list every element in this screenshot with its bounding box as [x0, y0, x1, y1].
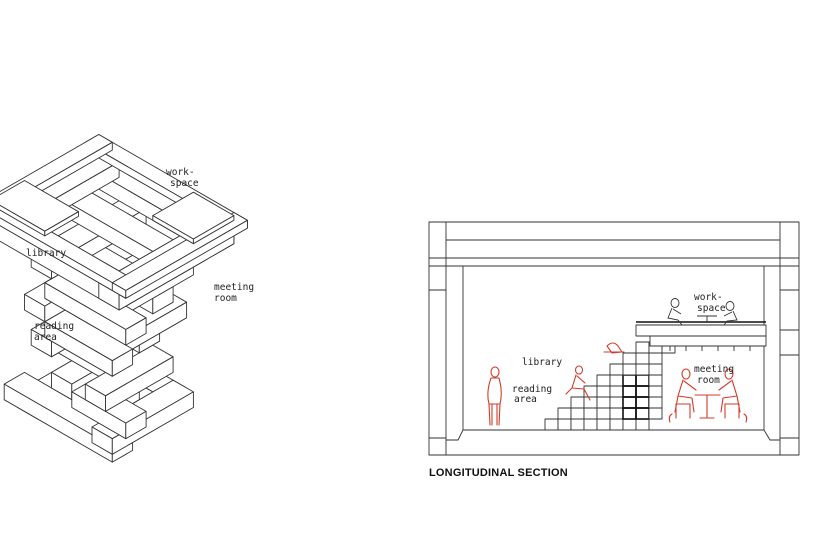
step-cell-r4-c4: [596, 374, 611, 387]
step-cell-r2-c5: [609, 396, 624, 409]
standing-person: [487, 366, 502, 426]
axon-label-meeting-1: meeting: [214, 282, 254, 293]
axon-label-reading-1: reading: [34, 321, 74, 332]
section-label-workspace-2: space: [697, 303, 726, 314]
section-title: LONGITUDINAL SECTION: [429, 467, 568, 479]
axon-label-workspace-1: work-: [166, 167, 195, 178]
step-cell-r0-c5: [609, 418, 624, 431]
step-cell-r6-c8: [648, 352, 663, 365]
section-label-meeting-1: meeting: [694, 364, 734, 375]
step-cell-r5-c8: [648, 363, 663, 376]
step-cell-r1-c5: [609, 407, 624, 420]
step-cell-r2-c8: [648, 396, 663, 409]
step-cell-r5-c5: [609, 363, 624, 376]
volume-side-28: [44, 211, 79, 237]
volume-side-3: [111, 391, 194, 455]
figures: [487, 298, 748, 426]
step-cell-r2-c3: [583, 396, 598, 409]
section-label-workspace-1: work-: [694, 292, 723, 303]
longitudinal-section: work- space library meeting room reading…: [428, 221, 800, 479]
section-label-reading-2: area: [514, 394, 537, 405]
axonometric-view: work- space library meeting room reading…: [0, 134, 254, 463]
axonometric-volumes: [0, 134, 248, 463]
step-cell-r2-c2: [570, 396, 585, 409]
step-cell-r0-c4: [596, 418, 611, 431]
step-cell-r2-c4: [596, 396, 611, 409]
volume-side-27: [125, 219, 248, 299]
meeting-table: [668, 368, 748, 423]
step-cell-r5-c7: [635, 363, 650, 376]
step-cell-r6-c6: [622, 352, 637, 365]
step-cell-r0-c3: [583, 418, 598, 431]
axon-label-workspace-2: space: [170, 178, 199, 189]
step-cell-r1-c3: [583, 407, 598, 420]
volume-side-16: [125, 317, 147, 346]
step-cell-r6-c7: [635, 352, 650, 365]
step-cell-r0-c1: [557, 418, 572, 431]
step-cell-r0-c7: [635, 418, 650, 431]
step-cell-r5-c6: [622, 363, 637, 376]
step-cell-r0-c6: [622, 418, 637, 431]
axon-label-reading-2: area: [34, 332, 57, 343]
step-cell-r0-c2: [570, 418, 585, 431]
axon-label-meeting-2: room: [214, 293, 237, 304]
step-cell-r1-c4: [596, 407, 611, 420]
section-label-meeting-2: room: [697, 375, 720, 386]
step-cell-r1-c1: [557, 407, 572, 420]
step-cell-r3-c8: [648, 385, 663, 398]
axon-label-library: library: [26, 248, 66, 259]
section-label-library: library: [522, 357, 562, 368]
workspace-platform: [635, 321, 767, 351]
library-person: [603, 342, 625, 354]
workspace-people: [667, 298, 738, 326]
stepped-structure: [544, 341, 676, 431]
volume-side-29: [192, 215, 235, 245]
step-cell-r4-c5: [609, 374, 624, 387]
step-cell-r7-c7: [635, 341, 650, 354]
step-cell-r1-c8: [648, 407, 663, 420]
volume-side-8: [105, 356, 174, 412]
step-cell-r0-c0: [544, 418, 559, 431]
section-label-reading-1: reading: [512, 384, 552, 395]
step-cell-r4-c8: [648, 374, 663, 387]
step-cell-r3-c5: [609, 385, 624, 398]
volume-side-12: [111, 348, 134, 377]
platform-posts: [669, 346, 751, 351]
step-cell-r3-c4: [596, 385, 611, 398]
step-cell-r1-c2: [570, 407, 585, 420]
volume-side-6: [125, 410, 147, 440]
reading-person: [565, 365, 591, 401]
